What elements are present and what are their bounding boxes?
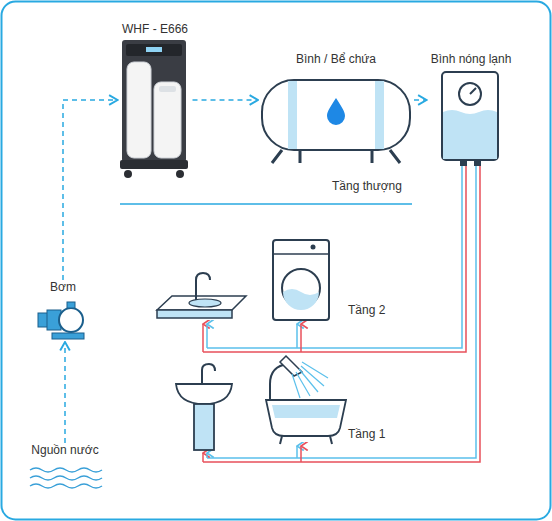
- filter-unit: WHF - E666: [118, 22, 193, 180]
- water-waves: [30, 468, 102, 488]
- water-heater: [442, 72, 498, 166]
- flow-arrow: [63, 100, 118, 280]
- flow-arrow: [414, 99, 427, 101]
- water-source-node: Nguồn nước: [25, 443, 105, 493]
- floor-label: Tầng 1: [348, 427, 385, 441]
- storage-tank-node: Bình / Bể chứa: [258, 52, 414, 164]
- node-label: Nguồn nước: [29, 443, 100, 457]
- pump-icon: [38, 302, 84, 339]
- bathtub: [266, 356, 346, 444]
- roof-line: [120, 203, 412, 205]
- node-label: Bơm: [48, 280, 78, 294]
- pump-node: Bơm: [35, 280, 91, 342]
- heater-node: Bình nóng lạnh: [427, 52, 516, 168]
- wash-basin: [176, 364, 232, 450]
- flow-arrow: [64, 342, 66, 443]
- node-label: WHF - E666: [120, 22, 190, 36]
- node-label: Bình nóng lạnh: [429, 52, 514, 66]
- storage-tank: [262, 80, 410, 163]
- kitchen-sink: [157, 273, 246, 318]
- flow-arrow: [193, 99, 259, 101]
- filter-device: [120, 40, 188, 178]
- floor-label: Tầng 2: [348, 303, 385, 317]
- floor-label: Tầng thượng: [332, 179, 402, 193]
- washing-machine: [273, 240, 329, 320]
- node-label: Bình / Bể chứa: [294, 52, 378, 66]
- pipes: [203, 166, 480, 462]
